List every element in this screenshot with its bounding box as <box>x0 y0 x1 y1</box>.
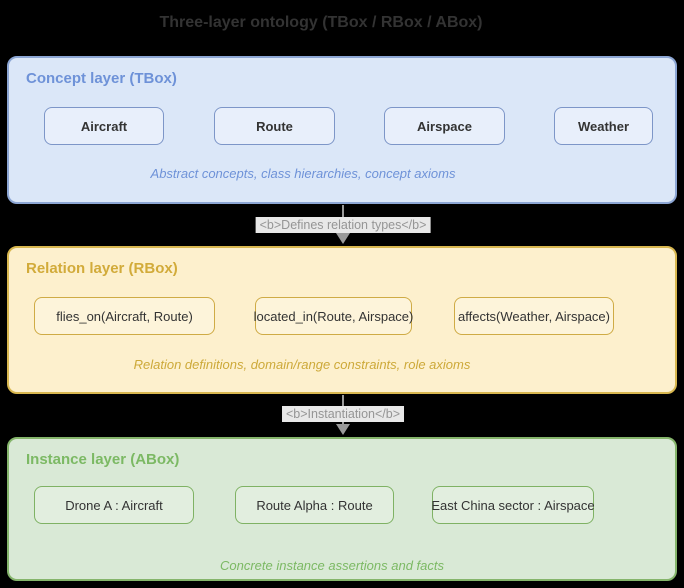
node-weather: Weather <box>554 107 653 145</box>
node-located-in: located_in(Route, Airspace) <box>254 297 413 335</box>
rbox-layer-title: Relation layer (RBox) <box>26 260 178 277</box>
node-affects: affects(Weather, Airspace) <box>454 297 614 335</box>
tbox-layer: Concept layer (TBox) Aircraft Route Airs… <box>7 56 677 204</box>
rbox-caption: Relation definitions, domain/range const… <box>133 357 471 372</box>
arrow-down-icon <box>336 424 350 435</box>
edge-rbox-abox-label: <b>Instantiation</b> <box>282 406 404 422</box>
node-flies-on: flies_on(Aircraft, Route) <box>34 297 215 335</box>
node-route-alpha: Route Alpha : Route <box>235 486 394 524</box>
abox-caption: Concrete instance assertions and facts <box>219 558 444 573</box>
abox-layer-title: Instance layer (ABox) <box>26 451 180 468</box>
rbox-layer: Relation layer (RBox) flies_on(Aircraft,… <box>7 246 677 394</box>
node-east-china-sector: East China sector : Airspace <box>431 486 595 524</box>
node-route: Route <box>214 107 335 145</box>
node-drone-a: Drone A : Aircraft <box>34 486 194 524</box>
abox-layer: Instance layer (ABox) Drone A : Aircraft… <box>7 437 677 581</box>
diagram-title: Three-layer ontology (TBox / RBox / ABox… <box>159 14 483 31</box>
node-aircraft: Aircraft <box>44 107 164 145</box>
tbox-caption: Abstract concepts, class hierarchies, co… <box>150 166 456 181</box>
node-airspace: Airspace <box>384 107 505 145</box>
edge-tbox-rbox-label: <b>Defines relation types</b> <box>255 217 431 233</box>
arrow-down-icon <box>336 233 350 244</box>
tbox-layer-title: Concept layer (TBox) <box>26 70 177 87</box>
